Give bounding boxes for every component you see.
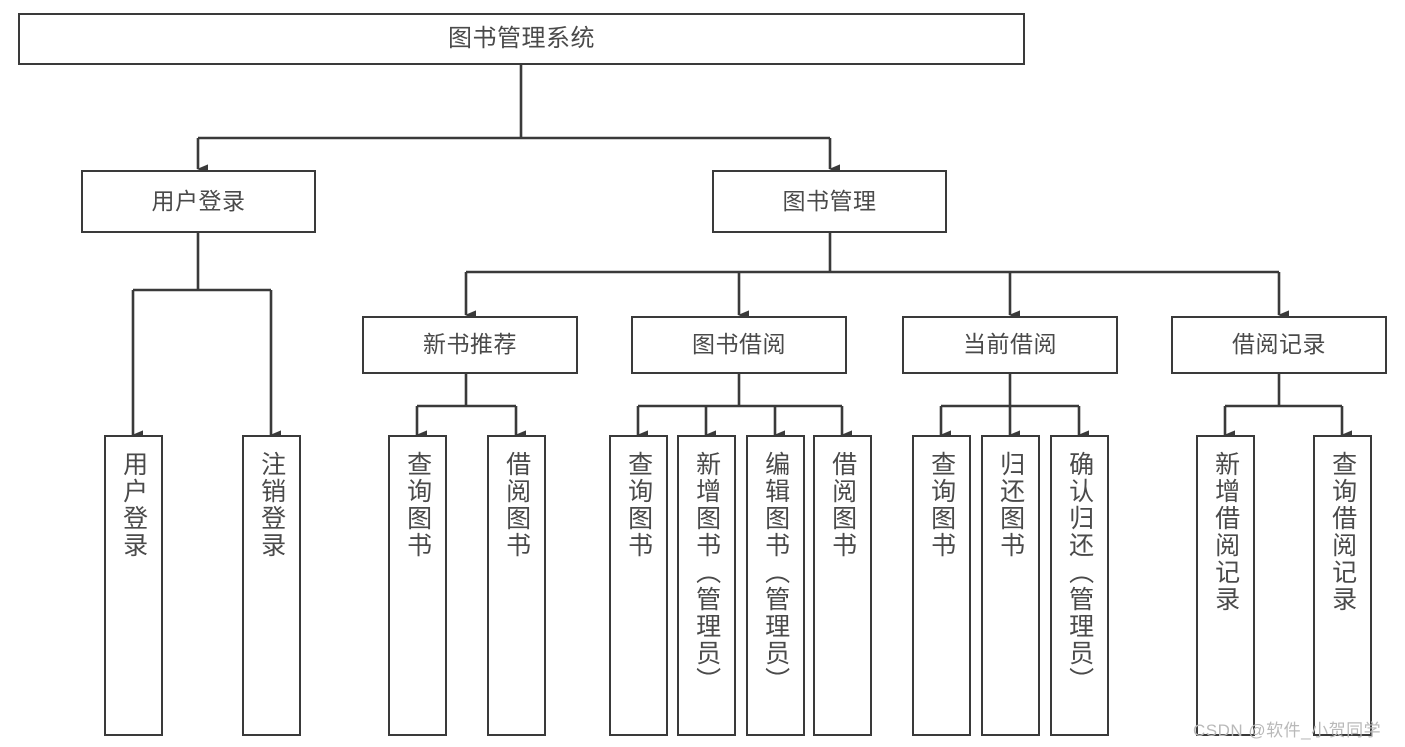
node-label: 图书管理 [782, 187, 877, 214]
node-label: 编辑图书（管理员） [761, 451, 790, 694]
node-label: 图书管理系统 [448, 24, 595, 52]
node-label: 注销登录 [257, 451, 286, 559]
leaf-add-book[interactable]: 新增图书（管理员） [677, 435, 736, 736]
leaf-borrow-book-1[interactable]: 借阅图书 [487, 435, 546, 736]
node-user-login[interactable]: 用户登录 [81, 170, 316, 233]
node-label: 借阅记录 [1232, 331, 1326, 358]
node-label: 借阅图书 [828, 451, 857, 559]
node-label: 确认归还（管理员） [1065, 451, 1094, 694]
leaf-logout-login[interactable]: 注销登录 [242, 435, 301, 736]
leaf-query-book-2[interactable]: 查询图书 [609, 435, 668, 736]
leaf-borrow-book-2[interactable]: 借阅图书 [813, 435, 872, 736]
node-label: 新增借阅记录 [1211, 451, 1240, 613]
leaf-return-book[interactable]: 归还图书 [981, 435, 1040, 736]
leaf-confirm-return[interactable]: 确认归还（管理员） [1050, 435, 1109, 736]
node-label: 用户登录 [119, 451, 148, 559]
node-book-management-system[interactable]: 图书管理系统 [18, 13, 1025, 65]
node-book-borrow[interactable]: 图书借阅 [631, 316, 847, 374]
node-borrow-record[interactable]: 借阅记录 [1171, 316, 1387, 374]
node-label: 归还图书 [996, 451, 1025, 559]
node-label: 查询图书 [624, 451, 653, 559]
leaf-query-book-3[interactable]: 查询图书 [912, 435, 971, 736]
node-label: 新增图书（管理员） [692, 451, 721, 694]
leaf-user-login[interactable]: 用户登录 [104, 435, 163, 736]
node-label: 查询图书 [403, 451, 432, 559]
node-label: 图书借阅 [692, 331, 786, 358]
leaf-query-record[interactable]: 查询借阅记录 [1313, 435, 1372, 736]
leaf-add-record[interactable]: 新增借阅记录 [1196, 435, 1255, 736]
node-book-manage[interactable]: 图书管理 [712, 170, 947, 233]
node-label: 用户登录 [151, 187, 246, 214]
node-label: 当前借阅 [963, 331, 1057, 358]
csdn-watermark: CSDN @软件_小贺同学 [1193, 721, 1382, 740]
node-new-book-recommend[interactable]: 新书推荐 [362, 316, 578, 374]
leaf-query-book-1[interactable]: 查询图书 [388, 435, 447, 736]
node-label: 新书推荐 [423, 331, 517, 358]
node-label: 查询借阅记录 [1328, 451, 1357, 613]
node-label: 借阅图书 [502, 451, 531, 559]
node-current-borrow[interactable]: 当前借阅 [902, 316, 1118, 374]
leaf-edit-book[interactable]: 编辑图书（管理员） [746, 435, 805, 736]
node-label: 查询图书 [927, 451, 956, 559]
